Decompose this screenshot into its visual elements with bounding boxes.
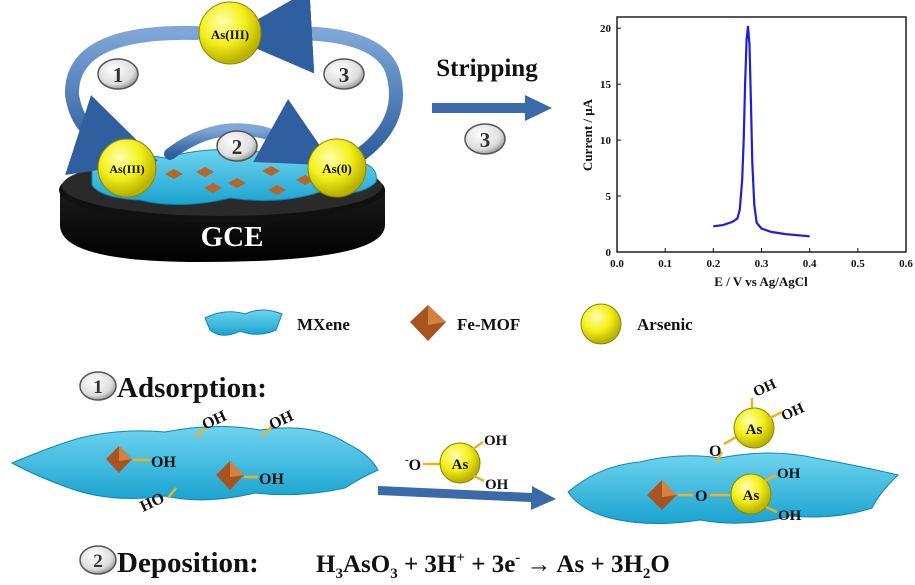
arsenic-ball-bound-lower: As (730, 473, 772, 515)
svg-text:As: As (452, 457, 469, 473)
fe-mof-legend-icon (410, 305, 446, 341)
arrow-step-1 (64, 25, 203, 175)
step-1-badge: 1 (97, 58, 139, 90)
mxene-sheet-left (10, 425, 379, 501)
chart-xtick-label: 0.4 (803, 258, 817, 270)
arsenic-ball-free: As (439, 442, 481, 484)
stripping-label: Stripping (436, 55, 538, 82)
chart-series-line (713, 25, 810, 238)
arrow-step-2 (164, 99, 334, 166)
fe-mof-left-2 (216, 461, 244, 490)
svg-text:3: 3 (339, 63, 350, 87)
step-2-badge: 2 (216, 130, 258, 162)
chart-xtick-label: 0.0 (610, 258, 624, 270)
oh-label-2: OH (259, 471, 284, 488)
oh-label-bound-1: OH (777, 466, 801, 482)
svg-text:2: 2 (232, 135, 243, 159)
legend-femof-label: Fe-MOF (457, 315, 520, 334)
chart-ytick-label: 15 (600, 79, 612, 91)
chart-xtick-label: 0.3 (755, 258, 769, 270)
svg-text:As: As (746, 422, 763, 438)
step-3-badge-stripping: 3 (464, 123, 506, 155)
deposition-step-badge: 2 (79, 545, 117, 575)
step-3-badge-cycle: 3 (323, 58, 365, 90)
oh-label-bound-4: OH (779, 400, 807, 425)
fe-mof-particles-electrode (165, 166, 314, 195)
arsenic-ball-top: As(III) (198, 1, 262, 65)
arsenic-legend-icon (580, 303, 622, 345)
svg-text:As(III): As(III) (211, 27, 249, 42)
oh-label-bound-3: OH (751, 376, 779, 401)
oh-label-bound-2: OH (778, 508, 802, 524)
chart-xtick-label: 0.5 (851, 258, 865, 270)
svg-text:As(III): As(III) (109, 162, 144, 176)
chart-frame (616, 16, 907, 253)
o-label-bridge-2: O (709, 443, 721, 460)
chart-xtick-label: 0.1 (658, 258, 672, 270)
fe-mof-left-1 (106, 446, 132, 473)
ion-o-label: -O (405, 454, 421, 474)
stripping-arrow (432, 95, 552, 121)
svg-text:As: As (743, 488, 760, 504)
arsenic-ball-right: As(0) (307, 138, 367, 198)
svg-text:1: 1 (93, 377, 103, 398)
legend-mxene-label: MXene (297, 315, 350, 334)
stripping-voltammogram-chart: 0.0 0.1 0.2 0.3 0.4 0.5 0.6 0 5 10 15 20 E / V vs … (580, 16, 913, 289)
oh-label-free-2: OH (485, 477, 509, 493)
adsorption-step-badge: 1 (79, 371, 117, 401)
adsorption-arrow (378, 486, 556, 510)
arrow-step-3-cycle (228, 0, 403, 162)
o-label-bridge-1: O (695, 488, 707, 505)
svg-text:As(0): As(0) (322, 161, 352, 176)
legend-arsenic-label: Arsenic (637, 315, 693, 334)
hydroxyl-bonds-left (133, 425, 273, 499)
chart-xtick-label: 0.2 (706, 258, 720, 270)
deposition-title: Deposition: (117, 547, 259, 579)
chart-xlabel: E / V vs Ag/AgCl (714, 274, 808, 289)
arsenic-ball-bound-upper: As (733, 407, 775, 449)
chart-xtick-label: 0.6 (899, 258, 913, 270)
deposition-equation: H3AsO3 + 3H+ + 3e- → As + 3H2O (316, 550, 670, 581)
chart-ytick-label: 20 (600, 23, 612, 35)
svg-text:2: 2 (93, 551, 103, 572)
svg-text:3: 3 (480, 128, 491, 152)
svg-text:1: 1 (113, 63, 124, 87)
chart-ylabel: Current / μA (580, 98, 595, 171)
fe-mof-right (647, 480, 677, 510)
mxene-legend-icon (204, 309, 283, 336)
electrode-label: GCE (201, 221, 264, 253)
arsenic-ball-left: As(III) (97, 138, 157, 198)
oh-label-free-1: OH (484, 433, 508, 449)
chart-ytick-label: 0 (606, 247, 612, 259)
chart-ytick-label: 5 (606, 191, 612, 203)
adsorption-title: Adsorption: (117, 372, 267, 404)
chart-ytick-label: 10 (600, 135, 612, 147)
oh-label-1: OH (151, 454, 176, 471)
